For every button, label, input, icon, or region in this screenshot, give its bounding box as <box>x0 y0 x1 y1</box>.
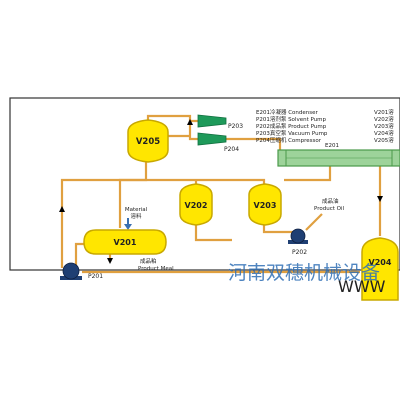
pipe-p204-to-e201 <box>226 137 282 152</box>
legend-item-right: V202溶 <box>374 115 394 123</box>
legend: E201冷凝器 Condenser P201溶剂泵 Solvent Pump P… <box>256 108 394 144</box>
vessel-label: V201 <box>114 238 137 247</box>
product-oil-label-en: Product Oil <box>314 206 344 212</box>
compressor-p204[interactable]: P204 <box>197 132 239 153</box>
product-pump-p202[interactable]: P202 <box>288 228 308 256</box>
pipe-v205-to-p204 <box>188 121 198 141</box>
arrow-up-icon <box>187 119 193 125</box>
pipe-v205-to-p203 <box>146 114 198 124</box>
pump-label: P202 <box>292 249 307 256</box>
vessel-v204[interactable]: V204 <box>361 237 399 301</box>
legend-item-right: V205溶 <box>374 136 394 144</box>
vessel-label: V205 <box>136 137 160 147</box>
vessel-v205[interactable]: V205 <box>127 119 169 163</box>
pipe-v202-bottom <box>194 222 232 242</box>
pump-icon <box>62 262 80 280</box>
pump-label: P203 <box>228 123 243 130</box>
legend-item-right: V203溶 <box>374 122 394 130</box>
pipe-v201-to-p201 <box>74 242 86 268</box>
vacuum-pump-p203[interactable]: P203 <box>197 114 243 130</box>
diagram-frame <box>9 97 400 271</box>
legend-item: P204压缩机 Compressor <box>256 136 322 144</box>
vessel-label: V202 <box>185 201 208 210</box>
arrow-up-icon <box>59 206 65 212</box>
pump-icon <box>290 228 306 244</box>
material-inlet <box>124 218 132 230</box>
legend-item: P201溶剂泵 Solvent Pump <box>256 115 327 123</box>
product-oil-label: 成品油 <box>322 197 339 205</box>
vessel-label: V204 <box>369 258 392 267</box>
legend-item: P203真空泵 Vacuum Pump <box>256 129 328 137</box>
condenser-e201[interactable]: E201 <box>277 143 400 167</box>
compressor-icon <box>197 132 227 146</box>
watermark-text: 河南双穗机械设备 <box>228 262 380 284</box>
pipe-e201-return <box>284 166 332 182</box>
exchanger-label: E201 <box>325 143 339 149</box>
arrow-down-icon <box>107 258 113 264</box>
product-meal-label-en: Product Meal <box>138 266 174 272</box>
flow-arrows <box>59 119 383 264</box>
vessel-v203[interactable]: V203 <box>248 183 282 226</box>
material-label: Material <box>125 207 148 213</box>
legend-item-right: V204溶 <box>374 129 394 137</box>
pump-label: P201 <box>88 273 103 280</box>
vessel-v201[interactable]: V201 <box>83 229 167 255</box>
watermark: 河南双穗机械设备 WWW <box>228 262 386 296</box>
solvent-pump-p201[interactable]: P201 <box>60 262 103 280</box>
legend-item: P202成品泵 Product Pump <box>256 122 327 130</box>
arrow-down-icon <box>377 196 383 202</box>
vacuum-pump-icon <box>197 114 227 128</box>
pipe-product-oil <box>305 213 323 231</box>
vessel-label: V203 <box>254 201 277 210</box>
material-arrow-icon <box>124 224 132 230</box>
pipe-left-loop <box>60 178 146 268</box>
vessel-v202[interactable]: V202 <box>179 183 213 226</box>
legend-item-right: V201溶 <box>374 108 394 116</box>
legend-item: E201冷凝器 Condenser <box>256 108 319 116</box>
material-label-2: 溶料 <box>130 212 142 220</box>
watermark-url: WWW <box>338 277 386 296</box>
pump-label: P204 <box>224 146 239 153</box>
product-meal-label: 成品粕 <box>140 257 157 265</box>
